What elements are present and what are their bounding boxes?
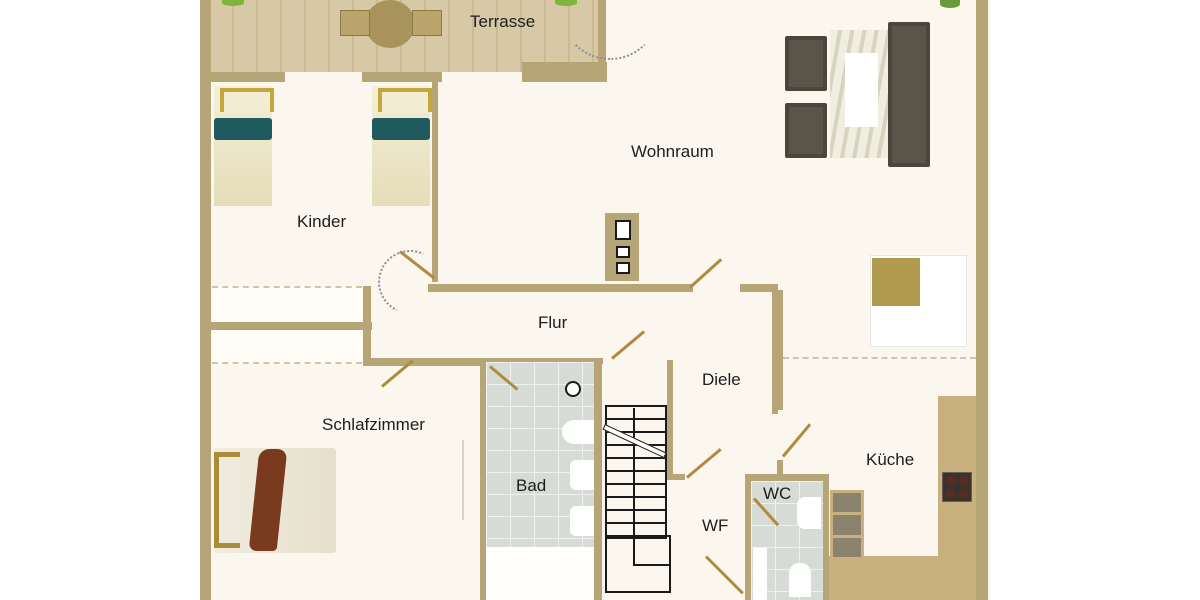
wall-flur-left	[363, 286, 371, 366]
wardrobe	[212, 286, 362, 324]
door-diele	[611, 330, 646, 360]
armchair-icon	[785, 36, 827, 91]
wc-sink-icon	[797, 497, 821, 529]
wall-wc-top	[745, 474, 827, 481]
wc-toilet-icon	[789, 563, 811, 597]
wall-terrace-bottom-3	[522, 62, 607, 82]
wall-wardrobe-divider	[210, 322, 372, 330]
terrace-table-icon	[365, 0, 415, 48]
wall-wf-top	[667, 474, 685, 480]
bed-right-frame-icon	[378, 88, 432, 112]
room-label-diele: Diele	[702, 370, 741, 389]
burner-icon	[958, 488, 968, 498]
room-label-bad: Bad	[516, 476, 547, 495]
shower-drain-icon	[565, 381, 581, 397]
room-label-terrasse: Terrasse	[470, 12, 536, 31]
wall-kinder-right	[432, 82, 438, 282]
wall-terrace-bottom-1	[210, 72, 285, 82]
floor-plan: Kinder Flur Wohnraum Schlafzimmer Bad	[200, 0, 990, 600]
wall-flur-right	[772, 284, 778, 414]
door-wohnraum	[688, 258, 723, 289]
outer-wall-right	[976, 0, 988, 600]
coffee-table	[845, 53, 878, 127]
wardrobe	[212, 330, 362, 364]
shelf-icon	[833, 515, 861, 535]
room-label-wf: WF	[702, 516, 729, 535]
wall-bedroom-right	[480, 362, 486, 600]
outer-wall-left	[200, 0, 211, 600]
room-label-wohnraum: Wohnraum	[631, 142, 714, 161]
wall-divider-dashed	[783, 357, 976, 361]
wardrobe-line	[462, 440, 464, 520]
plant-icon	[222, 0, 244, 6]
wall-diele-right-upper	[777, 290, 783, 410]
wall-flur-top	[428, 284, 693, 292]
wall-diele-left	[667, 360, 673, 480]
terrace-chair-right-icon	[412, 10, 442, 36]
chimney-flue-icon	[615, 220, 631, 240]
room-label-flur: Flur	[538, 313, 568, 332]
kitchen-shelf-unit	[830, 490, 864, 560]
terrace-chair-left-icon	[340, 10, 370, 36]
stair-direction-line	[633, 408, 635, 566]
wall-flur-top-right	[740, 284, 778, 292]
room-label-schlafzimmer: Schlafzimmer	[322, 415, 425, 434]
shelf-icon	[833, 493, 861, 513]
wall-wc-right	[823, 474, 829, 600]
room-label-kueche: Küche	[866, 450, 915, 469]
wall-diele-right-lower	[777, 460, 783, 480]
plant-icon	[940, 0, 960, 8]
room-label-wc: WC	[763, 484, 792, 503]
toilet-icon	[562, 420, 594, 444]
kitchen-counter-bottom	[829, 556, 976, 600]
bed-frame-icon	[214, 452, 240, 548]
burner-icon	[958, 476, 968, 486]
plant-icon	[555, 0, 577, 6]
dining-chair-icon	[872, 258, 920, 306]
staircase	[605, 405, 667, 539]
wall-flur-bottom-mid	[483, 358, 603, 364]
bath-white-area	[486, 547, 596, 600]
burner-icon	[946, 488, 956, 498]
sofa-icon	[888, 22, 930, 167]
bed-left-pillow-icon	[214, 118, 272, 140]
door-kueche	[781, 423, 812, 458]
wall-terrace-bottom-2	[362, 72, 442, 82]
door-entrance	[704, 555, 744, 595]
cooktop-icon	[942, 472, 972, 502]
bed-right-pillow-icon	[372, 118, 430, 140]
wc-shelf	[753, 548, 767, 600]
sink-icon	[570, 460, 594, 490]
chimney-flue-icon	[616, 246, 630, 258]
wall-wc-left	[745, 474, 751, 600]
door-swing-kinder	[368, 240, 452, 324]
wall-terrace-right	[598, 0, 606, 70]
burner-icon	[946, 476, 956, 486]
armchair-icon	[785, 103, 827, 158]
wall-flur-bottom-left	[363, 358, 483, 366]
room-label-kinder: Kinder	[297, 212, 347, 231]
wall-bath-right	[594, 360, 602, 600]
sink-icon	[570, 506, 594, 536]
stair-direction-line	[633, 564, 671, 566]
shelf-icon	[833, 537, 861, 557]
chimney-flue-icon	[616, 262, 630, 274]
door-wf	[686, 448, 722, 479]
bed-left-frame-icon	[220, 88, 274, 112]
